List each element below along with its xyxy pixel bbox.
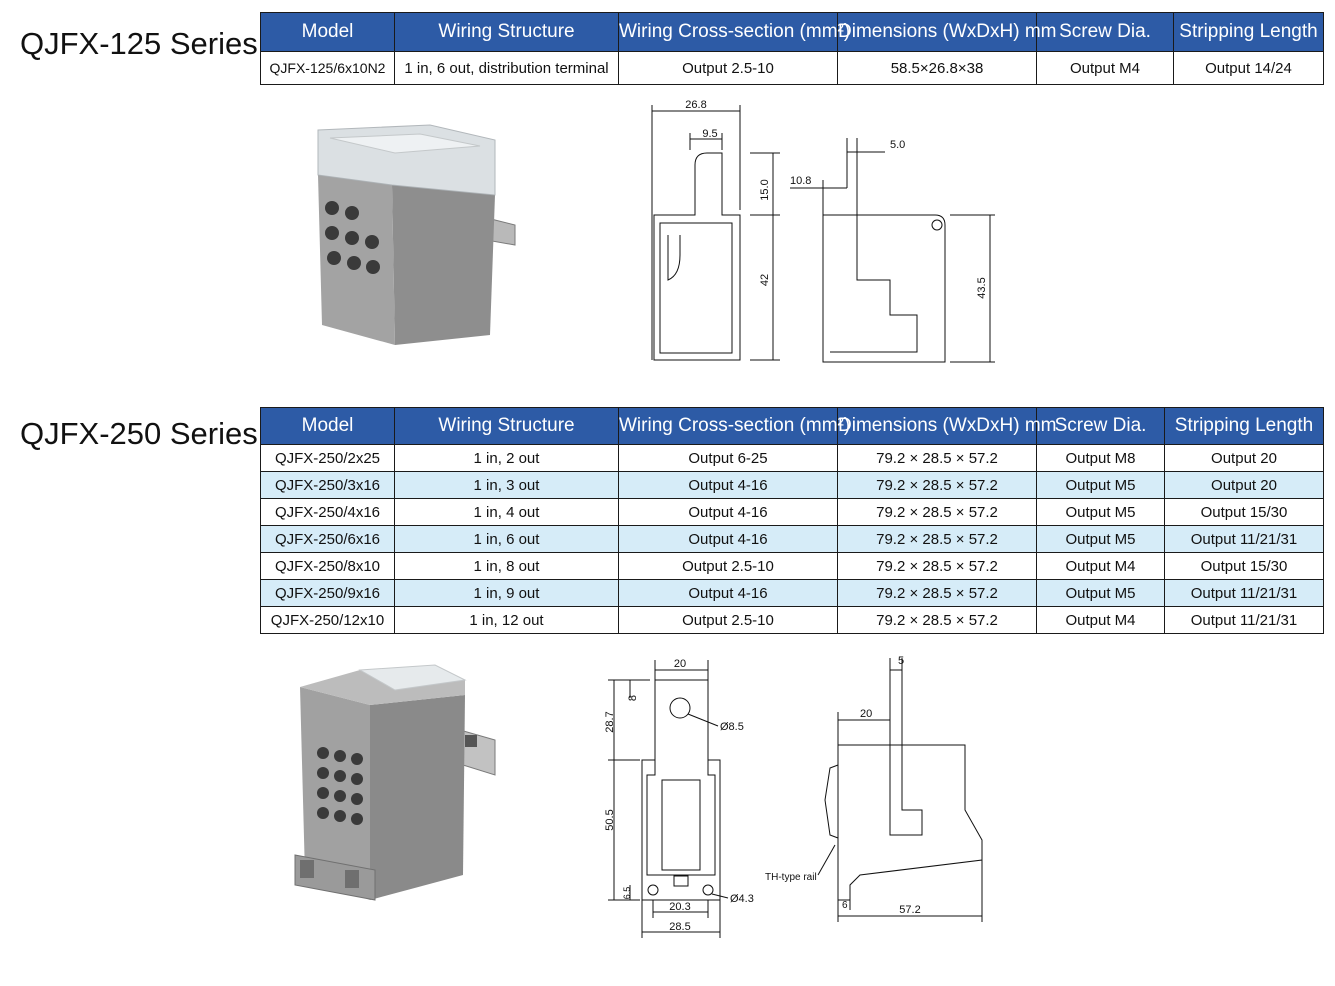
drawing-125-side: 5.0 10.8 43.5	[790, 138, 995, 363]
dim-125-width: 26.8	[685, 99, 706, 111]
cell-screw-dia: Output M4	[1036, 51, 1174, 85]
cell-screw-dia: Output M4	[1036, 552, 1165, 580]
dim-250-body-height: 50.5	[604, 809, 616, 830]
dim-250-tab-height: 28.7	[604, 711, 616, 732]
dim-125-tab-thickness: 5.0	[890, 139, 905, 151]
cell-wiring-structure: 1 in, 6 out	[394, 525, 619, 553]
table-row: QJFX-250/9x16 1 in, 9 out Output 4-16 79…	[260, 579, 1324, 607]
column-header-wiring-structure: Wiring Structure	[394, 12, 619, 52]
cell-cross-section: Output 4-16	[618, 498, 838, 526]
dim-250-hole-offset: 8	[627, 695, 639, 701]
dim-250-base-width: 28.5	[669, 921, 690, 933]
dim-250-depth: 57.2	[899, 904, 920, 916]
cell-stripping-length: Output 20	[1164, 444, 1324, 472]
cell-cross-section: Output 6-25	[618, 444, 838, 472]
dim-250-rail-offset: 6	[842, 900, 848, 911]
series-125-spec-table: Model Wiring Structure Wiring Cross-sect…	[260, 12, 1324, 85]
drawing-125-front: 26.8 9.5 15.0 42	[651, 99, 780, 361]
cell-dimensions: 79.2 × 28.5 × 57.2	[837, 498, 1037, 526]
column-header-screw-dia: Screw Dia.	[1036, 407, 1165, 445]
column-header-wiring-structure: Wiring Structure	[394, 407, 619, 445]
column-header-cross-section: Wiring Cross-section (mm²)	[618, 407, 850, 445]
cell-screw-dia: Output M5	[1036, 498, 1165, 526]
cell-model: QJFX-250/3x16	[260, 471, 395, 499]
column-header-stripping-length: Stripping Length	[1164, 407, 1324, 445]
column-header-cross-section: Wiring Cross-section (mm²)	[618, 12, 850, 52]
dim-250-rail-label: TH-type rail	[765, 872, 817, 883]
cell-wiring-structure: 1 in, 4 out	[394, 498, 619, 526]
cell-cross-section: Output 4-16	[618, 471, 838, 499]
dim-125-height: 43.5	[976, 277, 988, 298]
column-header-model: Model	[260, 407, 395, 445]
cell-model: QJFX-250/4x16	[260, 498, 395, 526]
cell-stripping-length: Output 15/30	[1164, 498, 1324, 526]
dim-250-hole-spacing: 20.3	[669, 901, 690, 913]
column-header-dimensions: Dimensions (WxDxH) mm	[837, 12, 1057, 52]
cell-model: QJFX-250/8x10	[260, 552, 395, 580]
cell-stripping-length: Output 11/21/31	[1164, 579, 1324, 607]
cell-model: QJFX-250/2x25	[260, 444, 395, 472]
cell-screw-dia: Output M8	[1036, 444, 1165, 472]
series-125-title: QJFX-125 Series	[20, 26, 258, 61]
cell-cross-section: Output 4-16	[618, 525, 838, 553]
cell-wiring-structure: 1 in, 12 out	[394, 606, 619, 634]
cell-model: QJFX-250/9x16	[260, 579, 395, 607]
cell-screw-dia: Output M5	[1036, 471, 1165, 499]
dim-250-hole-dia: Ø8.5	[720, 721, 744, 733]
cell-dimensions: 79.2 × 28.5 × 57.2	[837, 525, 1037, 553]
cell-stripping-length: Output 14/24	[1173, 51, 1324, 85]
cell-dimensions: 79.2 × 28.5 × 57.2	[837, 444, 1037, 472]
cell-stripping-length: Output 20	[1164, 471, 1324, 499]
table-row: QJFX-250/12x10 1 in, 12 out Output 2.5-1…	[260, 606, 1324, 634]
dim-250-offset: 20	[860, 708, 872, 720]
table-row: QJFX-250/8x10 1 in, 8 out Output 2.5-10 …	[260, 552, 1324, 580]
cell-wiring-structure: 1 in, 6 out, distribution terminal	[394, 51, 619, 85]
cell-wiring-structure: 1 in, 8 out	[394, 552, 619, 580]
cell-cross-section: Output 2.5-10	[618, 51, 838, 85]
column-header-screw-dia: Screw Dia.	[1036, 12, 1174, 52]
cell-wiring-structure: 1 in, 2 out	[394, 444, 619, 472]
column-header-model: Model	[260, 12, 395, 52]
drawing-250-side: 5 20 TH-type rail 6 57.2	[765, 655, 983, 922]
cell-dimensions: 79.2 × 28.5 × 57.2	[837, 579, 1037, 607]
cell-screw-dia: Output M4	[1036, 606, 1165, 634]
cell-stripping-length: Output 15/30	[1164, 552, 1324, 580]
cell-stripping-length: Output 11/21/31	[1164, 525, 1324, 553]
series-250-spec-table: Model Wiring Structure Wiring Cross-sect…	[260, 407, 1324, 634]
cell-model: QJFX-250/12x10	[260, 606, 395, 634]
cell-wiring-structure: 1 in, 3 out	[394, 471, 619, 499]
dim-125-offset: 10.8	[790, 175, 811, 187]
cell-wiring-structure: 1 in, 9 out	[394, 579, 619, 607]
column-header-stripping-length: Stripping Length	[1173, 12, 1324, 52]
cell-screw-dia: Output M5	[1036, 579, 1165, 607]
cell-dimensions: 79.2 × 28.5 × 57.2	[837, 552, 1037, 580]
cell-screw-dia: Output M5	[1036, 525, 1165, 553]
table-row: QJFX-250/4x16 1 in, 4 out Output 4-16 79…	[260, 498, 1324, 526]
cell-dimensions: 79.2 × 28.5 × 57.2	[837, 606, 1037, 634]
product-250-image	[294, 664, 496, 901]
table-row: QJFX-250/2x25 1 in, 2 out Output 6-25 79…	[260, 444, 1324, 472]
series-250-title: QJFX-250 Series	[20, 416, 258, 451]
cell-dimensions: 58.5×26.8×38	[837, 51, 1037, 85]
cell-cross-section: Output 2.5-10	[618, 552, 838, 580]
cell-model: QJFX-125/6x10N2	[260, 51, 395, 85]
product-125-image	[317, 124, 516, 345]
table-row: QJFX-125/6x10N2 1 in, 6 out, distributio…	[260, 51, 1324, 85]
dim-125-body-height: 42	[759, 274, 771, 286]
cell-cross-section: Output 4-16	[618, 579, 838, 607]
cell-stripping-length: Output 11/21/31	[1164, 606, 1324, 634]
dim-125-tab-height: 15.0	[759, 179, 771, 200]
cell-model: QJFX-250/6x16	[260, 525, 395, 553]
dim-250-foot-height: 6.5	[622, 887, 632, 900]
dim-250-mount-hole-dia: Ø4.3	[730, 893, 754, 905]
cell-cross-section: Output 2.5-10	[618, 606, 838, 634]
table-row: QJFX-250/6x16 1 in, 6 out Output 4-16 79…	[260, 525, 1324, 553]
dim-125-tab-width: 9.5	[702, 128, 717, 140]
cell-dimensions: 79.2 × 28.5 × 57.2	[837, 471, 1037, 499]
dim-250-tab-width: 20	[674, 658, 686, 670]
drawing-250-front: 20 8 28.7 Ø8.5 50.5 6.5 Ø4.3 20.3 28.5	[604, 658, 754, 938]
table-row: QJFX-250/3x16 1 in, 3 out Output 4-16 79…	[260, 471, 1324, 499]
column-header-dimensions: Dimensions (WxDxH) mm	[837, 407, 1057, 445]
dim-250-tab-thickness: 5	[898, 655, 904, 667]
